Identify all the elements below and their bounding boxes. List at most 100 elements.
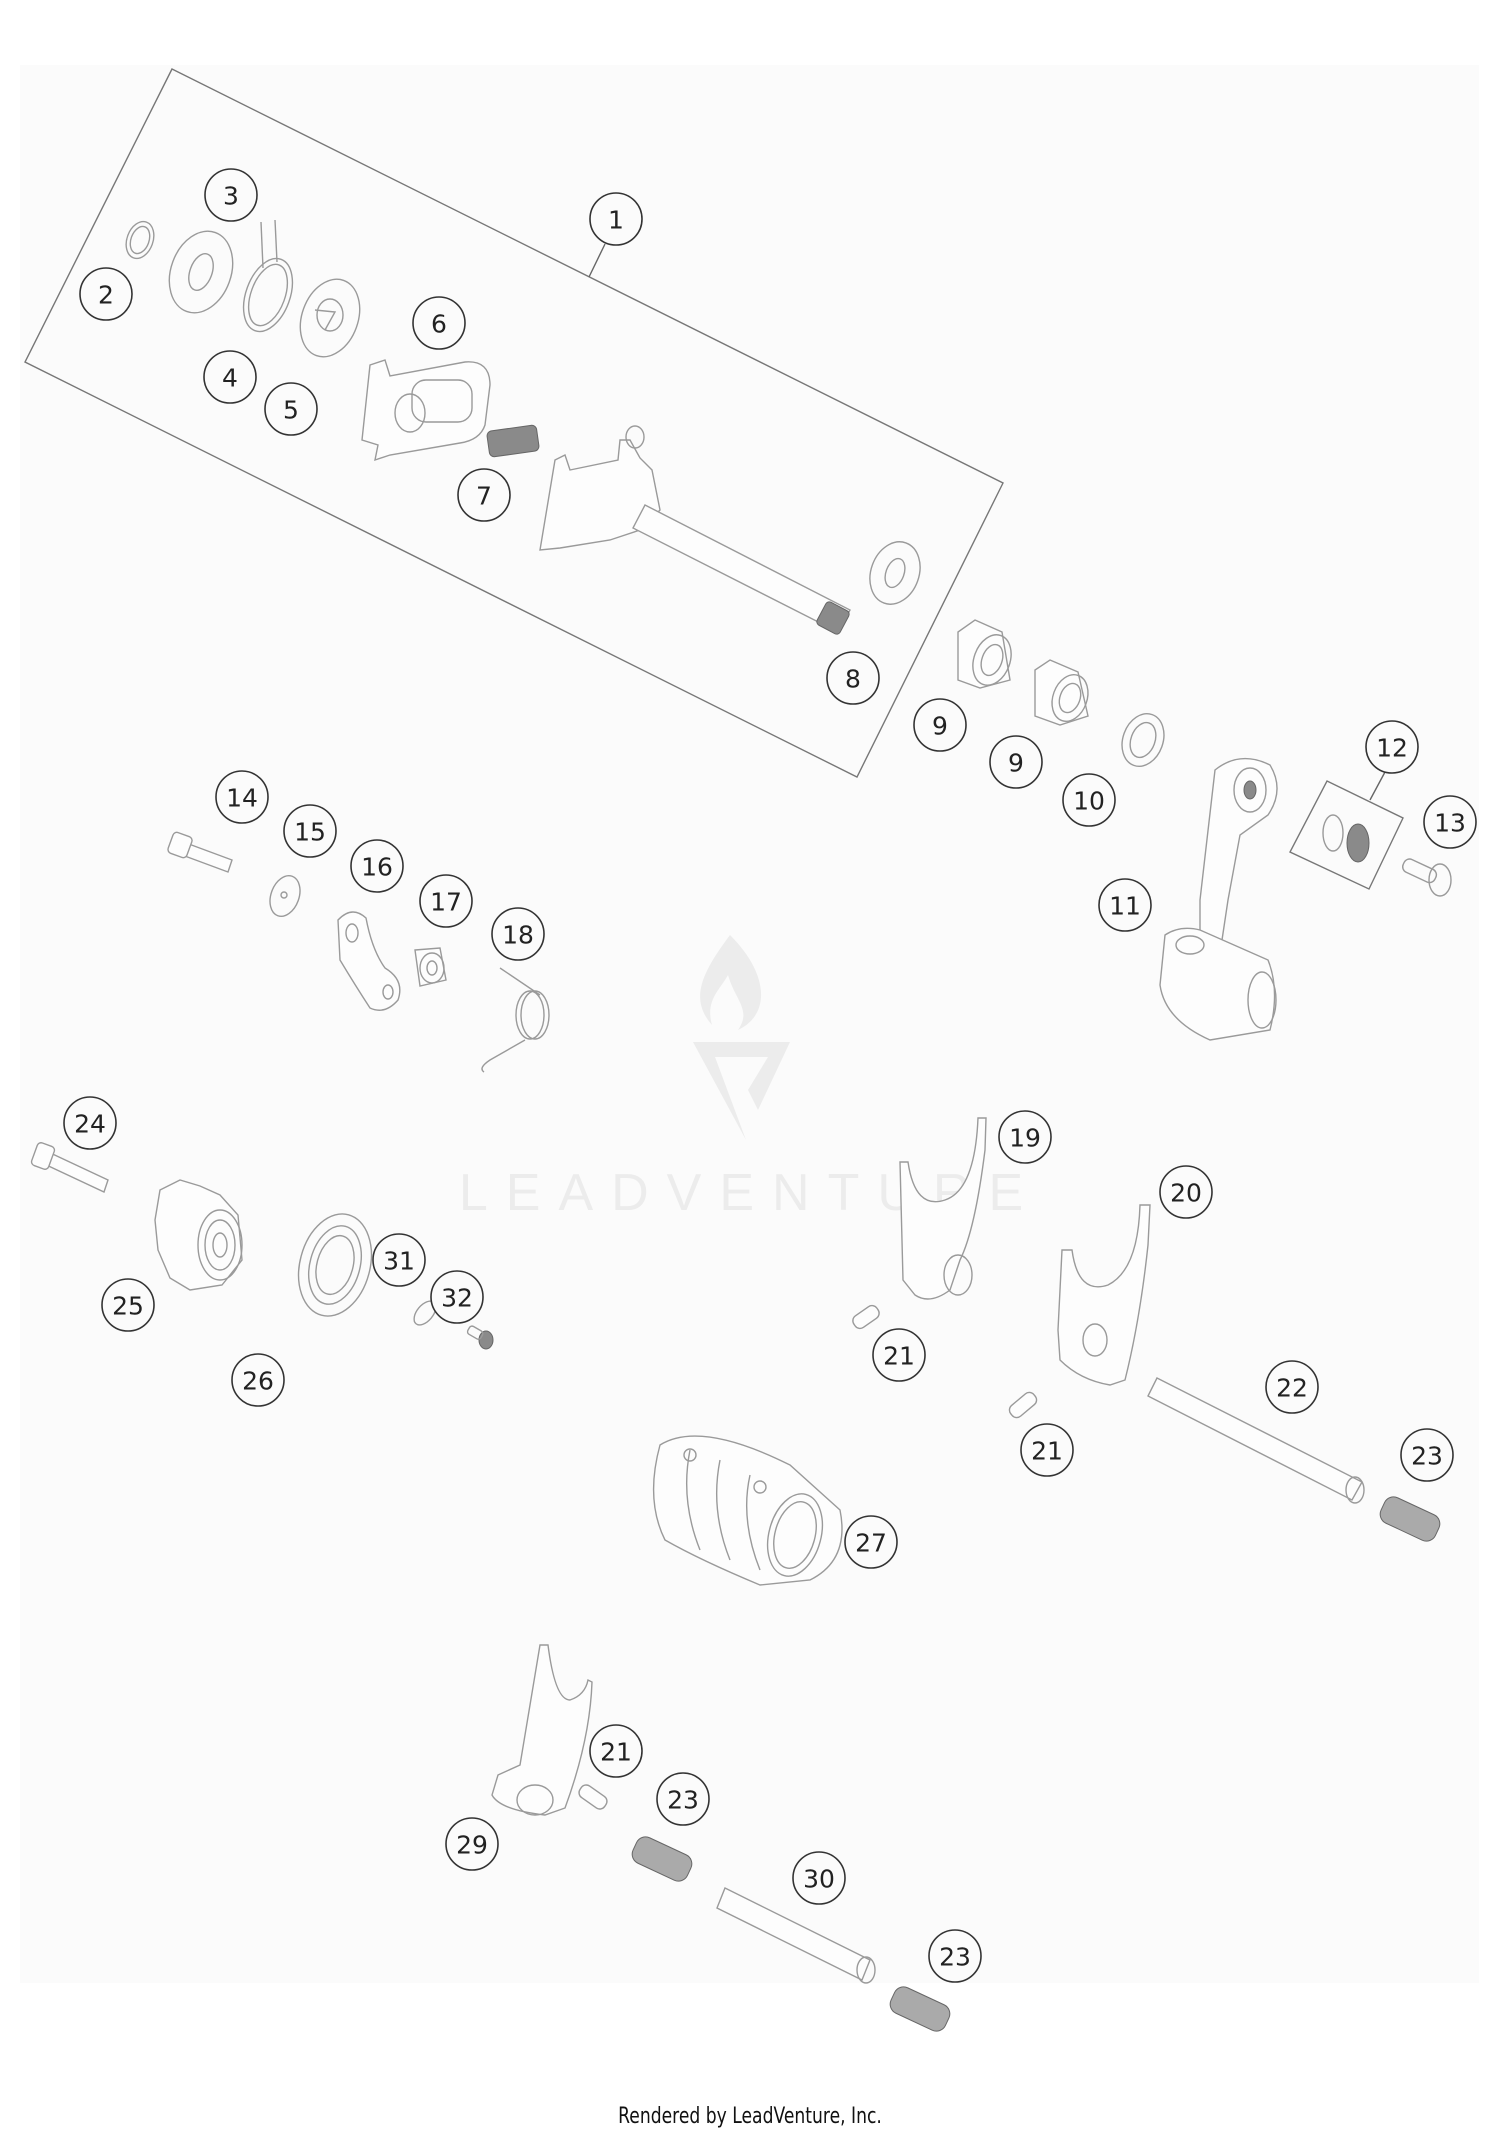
callout-circle: [231, 1353, 285, 1407]
callout-c30[interactable]: 30: [792, 1851, 846, 1905]
callout-c31[interactable]: 31: [372, 1233, 426, 1287]
part-23-spring-b[interactable]: [629, 1834, 695, 1885]
shift-shaft[interactable]: [539, 425, 851, 636]
callout-c8[interactable]: 8: [826, 651, 880, 705]
part-4-spring[interactable]: [234, 219, 301, 338]
part-19-shift-fork[interactable]: [899, 1117, 987, 1300]
part-21-pin-a[interactable]: [851, 1303, 882, 1331]
callout-circle: [1098, 878, 1152, 932]
callout-circle: [445, 1817, 499, 1871]
part-7-spring[interactable]: [486, 424, 540, 458]
part-25-shift-star[interactable]: [154, 1179, 243, 1291]
part-32-screw[interactable]: [466, 1325, 494, 1350]
callout-c25[interactable]: 25: [101, 1278, 155, 1332]
assembly-box-12: [1289, 771, 1404, 890]
callout-c4[interactable]: 4: [203, 350, 257, 404]
part-18-spring[interactable]: [481, 967, 550, 1073]
callout-c16[interactable]: 16: [350, 839, 404, 893]
callout-circle: [203, 350, 257, 404]
callout-circle: [1020, 1423, 1074, 1477]
callout-c21b[interactable]: 21: [1020, 1423, 1074, 1477]
callout-c12[interactable]: 12: [1365, 720, 1419, 774]
part-26-bearing[interactable]: [288, 1206, 383, 1325]
callout-c21c[interactable]: 21: [589, 1724, 643, 1778]
callout-c15[interactable]: 15: [283, 804, 337, 858]
callout-c26[interactable]: 26: [231, 1353, 285, 1407]
callout-circle: [913, 698, 967, 752]
callout-circle: [491, 907, 545, 961]
callout-c18[interactable]: 18: [491, 907, 545, 961]
callout-circle: [928, 1929, 982, 1983]
part-21-pin-b[interactable]: [1007, 1390, 1039, 1420]
callout-circle: [998, 1110, 1052, 1164]
callout-c21a[interactable]: 21: [872, 1328, 926, 1382]
callout-c9a[interactable]: 9: [913, 698, 967, 752]
callout-c5[interactable]: 5: [264, 382, 318, 436]
callout-c23a[interactable]: 23: [1400, 1428, 1454, 1482]
part-21-pin-c[interactable]: [577, 1783, 610, 1812]
callout-label: 24: [74, 1110, 106, 1139]
callout-label: 1: [608, 206, 624, 235]
callout-label: 19: [1009, 1124, 1041, 1153]
part-22-fork-rod[interactable]: [1147, 1377, 1365, 1504]
callout-label: 2: [98, 281, 114, 310]
callout-c24[interactable]: 24: [63, 1096, 117, 1150]
callout-c6[interactable]: 6: [412, 296, 466, 350]
callout-c19[interactable]: 19: [998, 1110, 1052, 1164]
callout-c22[interactable]: 22: [1265, 1360, 1319, 1414]
part-6-guide-plate[interactable]: [361, 359, 491, 462]
callout-c10[interactable]: 10: [1062, 773, 1116, 827]
part-3-washer[interactable]: [158, 222, 243, 321]
callout-c13[interactable]: 13: [1423, 795, 1477, 849]
part-27-shift-drum[interactable]: [652, 1435, 843, 1586]
callout-circle: [989, 735, 1043, 789]
callout-c29[interactable]: 29: [445, 1817, 499, 1871]
callout-c17[interactable]: 17: [419, 874, 473, 928]
callout-c3[interactable]: 3: [204, 168, 258, 222]
part-13-bolt[interactable]: [1401, 857, 1452, 897]
part-29-shift-fork[interactable]: [491, 1644, 593, 1816]
callout-circle: [63, 1096, 117, 1150]
part-11-shift-lever[interactable]: [1159, 757, 1278, 1041]
callout-circle: [1159, 1165, 1213, 1219]
part-23-spring-a[interactable]: [1377, 1494, 1443, 1545]
callout-circle: [826, 651, 880, 705]
callout-c23c[interactable]: 23: [928, 1929, 982, 1983]
part-14-bolt[interactable]: [167, 831, 233, 873]
callout-label: 9: [1008, 749, 1024, 778]
part-23-spring-c[interactable]: [887, 1984, 953, 2035]
callout-label: 11: [1109, 892, 1141, 921]
callout-label: 3: [223, 182, 239, 211]
callout-c2[interactable]: 2: [79, 267, 133, 321]
part-9-bushing-a[interactable]: [957, 619, 1018, 691]
callout-c20[interactable]: 20: [1159, 1165, 1213, 1219]
part-9-bushing-b[interactable]: [1034, 659, 1094, 726]
part-20-shift-fork[interactable]: [1057, 1204, 1151, 1386]
part-8-washer[interactable]: [862, 535, 929, 612]
callout-label: 9: [932, 712, 948, 741]
part-10-seal[interactable]: [1115, 708, 1171, 772]
part-17-roller[interactable]: [414, 947, 447, 987]
part-16-lever[interactable]: [337, 911, 401, 1011]
part-30-fork-rod[interactable]: [716, 1887, 876, 1984]
callout-label: 17: [430, 888, 462, 917]
part-2-circlip[interactable]: [121, 218, 158, 263]
callout-c11[interactable]: 11: [1098, 878, 1152, 932]
callout-c1[interactable]: 1: [589, 192, 643, 246]
callout-circle: [872, 1328, 926, 1382]
part-5-ratchet[interactable]: [290, 271, 370, 365]
callout-c23b[interactable]: 23: [656, 1772, 710, 1826]
callout-c27[interactable]: 27: [844, 1515, 898, 1569]
callout-label: 21: [600, 1738, 632, 1767]
callout-label: 6: [431, 310, 447, 339]
callout-label: 16: [361, 853, 393, 882]
part-24-bolt[interactable]: [30, 1142, 109, 1193]
callout-c32[interactable]: 32: [430, 1270, 484, 1324]
part-15-washer[interactable]: [265, 871, 306, 920]
callout-c14[interactable]: 14: [215, 770, 269, 824]
callout-circle: [430, 1270, 484, 1324]
callout-c9b[interactable]: 9: [989, 735, 1043, 789]
callout-c7[interactable]: 7: [457, 468, 511, 522]
leadventure-flame-logo-icon: [693, 935, 790, 1140]
